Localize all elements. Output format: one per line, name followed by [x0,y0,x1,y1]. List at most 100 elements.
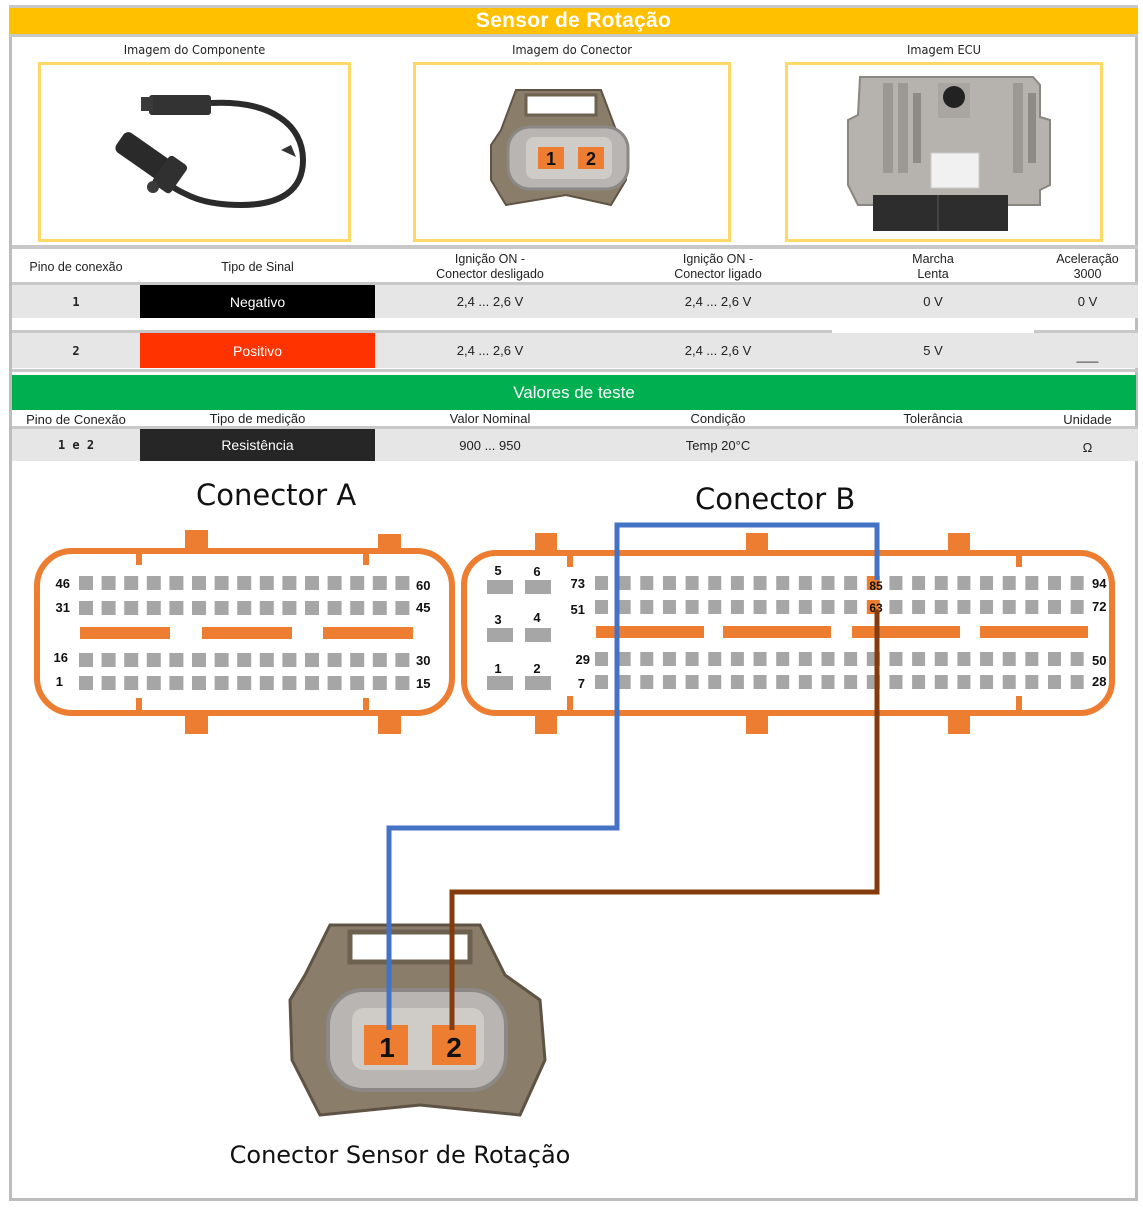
row2-ign-off: 2,4 ... 2,6 V [456,343,524,358]
connector-b-key-bar [596,626,704,638]
title-bar: Sensor de Rotação [9,5,1138,37]
wire-brown-pin2-to-63 [449,610,880,1030]
connector-b-pin [1002,576,1016,590]
connector-b-pin [640,652,654,666]
connector-b-pin [595,600,608,614]
connector-b-pin [595,652,608,666]
connector-a-notch [136,698,142,710]
connector-a-label: 46 [56,576,70,591]
tv-col-condition: Condição [690,411,746,426]
connector-b-pin [1002,675,1016,689]
row2-pin: 2 [72,343,80,358]
connector-a-pin [101,676,116,690]
connector-a-outline [34,548,455,716]
connector-b-pin [1070,576,1084,590]
connector-a-pin [146,601,161,615]
connector-b-pin [934,600,948,614]
connector-b-pin [912,576,926,590]
connector-b-power-pin-label: 5 [494,563,501,578]
connector-b-tab-bottom [746,712,768,734]
connector-a-pin [79,601,93,615]
connector-a-pin [79,576,93,590]
connector-a-pin [79,653,93,667]
connector-b-key-bar [852,626,960,638]
connector-b-pin [753,652,767,666]
connector-a-pin [192,601,206,615]
row1-idle: 0 V [923,294,943,309]
connector-b-key-bar [980,626,1088,638]
connector-b-outline [461,550,1115,716]
connector-b-pin [957,675,971,689]
connector-b-pin [685,576,699,590]
connector-b-pin [1025,675,1039,689]
connector-b-pin [912,652,926,666]
connector-b-key-bar [723,626,831,638]
connector-a-pin [395,676,410,690]
row2-signal-badge: Positivo [140,333,375,368]
row2-ign-on: 2,4 ... 2,6 V [684,343,752,358]
connector-b-pin [821,600,835,614]
connector-b-pin [1002,600,1016,614]
connector-a-title: Conector A [196,478,357,512]
connector-b-pin [617,675,631,689]
connector-a-pin [146,676,161,690]
connector-b-pin [685,675,699,689]
row2-idle: 5 V [923,343,943,358]
connector-b-pin [1048,652,1061,666]
connector-b-tab-top [746,533,768,553]
connector-b-pin [934,576,948,590]
connector-a-pin [259,653,274,667]
connector-a-pin [327,576,342,590]
connector-b-pin [640,600,654,614]
connector-b-tab-top [535,533,557,553]
component-image [38,62,351,242]
connector-a-pin [214,676,229,690]
connector-a-pin [282,653,297,667]
sensor-pin-2-label: 2 [446,1032,462,1063]
connector-b-tab-bottom [948,712,970,734]
connector-a-pin [350,576,365,590]
connector-b-pin [934,675,948,689]
connector-a-notch [363,698,369,710]
connector-b-pin [844,652,858,666]
connector-a-pin [146,653,161,667]
sensor-pin-1 [364,1025,408,1065]
connector-a-pin [305,601,319,615]
connector-b-pin [889,576,903,590]
connector-a-pin [124,601,139,615]
connector-b-pin [980,675,994,689]
connector-a-tab-bottom [185,712,208,734]
connector-a-key-bar [323,627,413,639]
tv-row-condition: Temp 20°C [685,437,751,453]
connector-b-pin [934,652,948,666]
connector-a-pin [79,676,93,690]
connector-b-pin [730,652,744,666]
connector-b-pin [1048,576,1061,590]
connector-b-label: 73 [571,576,585,591]
connector-b-pin [798,652,812,666]
connector-b-power-pin [487,628,513,642]
connector-a-pin [101,601,116,615]
connector-a-key-bar [80,627,170,639]
connector-b-power-pin-label: 4 [533,610,541,625]
pin-85-label: 85 [869,579,883,593]
connector-b-pin [617,652,631,666]
connector-b-notch [567,696,573,710]
connector-a-pin [305,676,319,690]
connector-b-pin [753,675,767,689]
connector-a-pin [237,601,252,615]
connector-a-pin [237,653,252,667]
connector-b-pin [889,600,903,614]
tv-row-nominal: 900 ... 950 [459,437,521,453]
connector-a-pin [259,676,274,690]
connector-b-pin [662,576,676,590]
tv-row-pin: 1 e 2 [57,438,95,452]
connector-a-label: 30 [416,653,430,668]
connector-a-pin [372,676,387,690]
connector-a-pin [169,576,184,590]
page-title: Sensor de Rotação [475,9,672,32]
connector-b-pin [776,576,790,590]
